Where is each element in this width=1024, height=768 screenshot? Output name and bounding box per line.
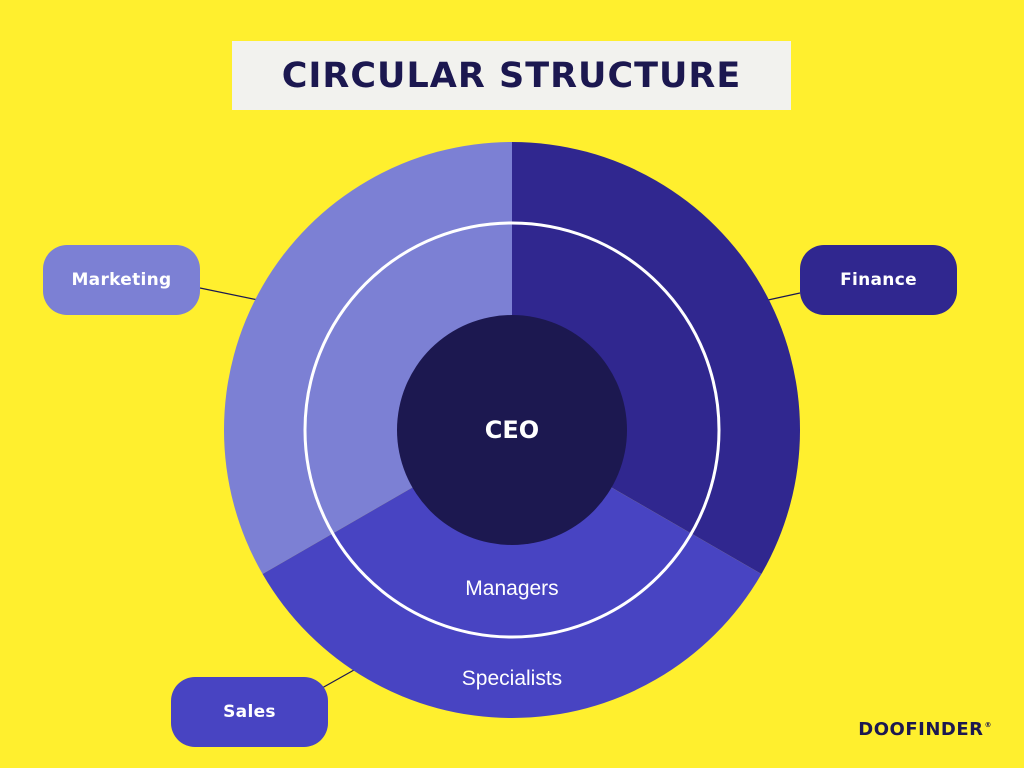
registered-mark: ® (984, 721, 992, 729)
logo-wordmark: DOOFINDER (858, 719, 984, 740)
connector-finance (767, 292, 801, 301)
department-label-finance: Finance (840, 270, 917, 290)
sector-sales (262, 430, 762, 719)
connector-marketing (199, 287, 259, 301)
managers-label: Managers (465, 577, 558, 600)
ceo-label: CEO (485, 416, 539, 444)
page-title: CIRCULAR STRUCTURE (281, 55, 742, 96)
specialists-label: Specialists (462, 667, 562, 690)
connector-sales (321, 669, 355, 689)
managers-ring (303, 221, 721, 639)
title-banner: CIRCULAR STRUCTURE (232, 41, 791, 110)
department-pill-finance: Finance (800, 245, 957, 315)
doofinder-logo: DOOFINDER® (858, 719, 992, 745)
department-pill-sales: Sales (171, 677, 328, 747)
ceo-core (397, 315, 627, 545)
department-pill-marketing: Marketing (43, 245, 200, 315)
department-label-marketing: Marketing (71, 270, 172, 290)
department-label-sales: Sales (223, 702, 276, 722)
